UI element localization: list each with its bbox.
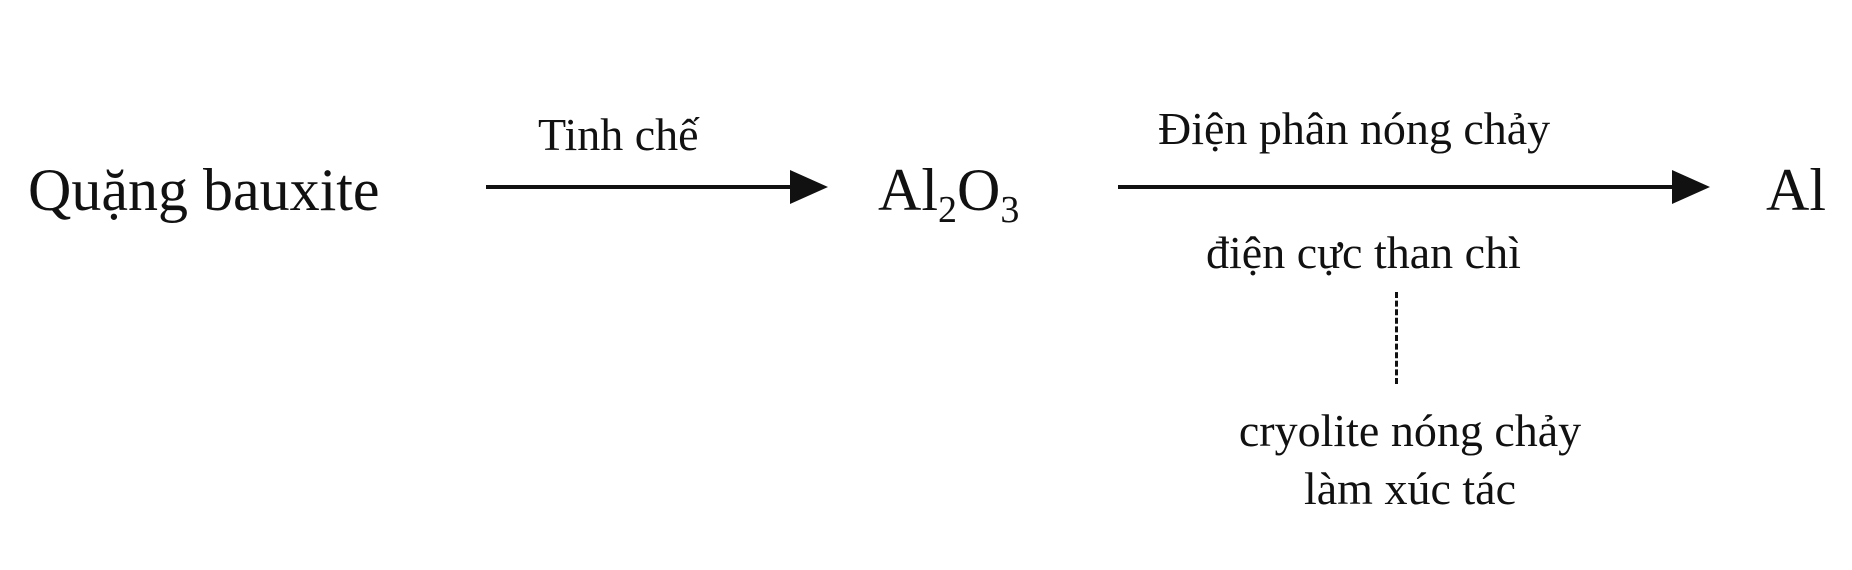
product-aluminium: Al bbox=[1766, 157, 1826, 223]
arrow2-label-electrolysis: Điện phân nóng chảy bbox=[1158, 103, 1551, 154]
arrow1-shaft bbox=[486, 185, 794, 189]
note-cryolite-line1: cryolite nóng chảy bbox=[1238, 405, 1582, 456]
note-cryolite-line2: làm xúc tác bbox=[1303, 463, 1516, 514]
source-bauxite-ore: Quặng bauxite bbox=[28, 157, 380, 223]
arrow2-label-graphite-electrode: điện cực than chì bbox=[1206, 227, 1521, 278]
arrow2-head bbox=[1672, 170, 1710, 204]
al2o3-subscript-3: 3 bbox=[1000, 189, 1020, 231]
arrow1-head bbox=[790, 170, 828, 204]
arrow2-shaft bbox=[1118, 185, 1676, 189]
dashed-connector bbox=[1395, 292, 1398, 384]
al2o3-element-o: O bbox=[957, 157, 1001, 223]
al2o3-subscript-2: 2 bbox=[938, 189, 957, 231]
intermediate-al2o3: Al2O3 bbox=[878, 157, 1019, 229]
arrow1-label-refining: Tinh chế bbox=[538, 109, 699, 160]
al2o3-element-al: Al bbox=[878, 157, 938, 223]
